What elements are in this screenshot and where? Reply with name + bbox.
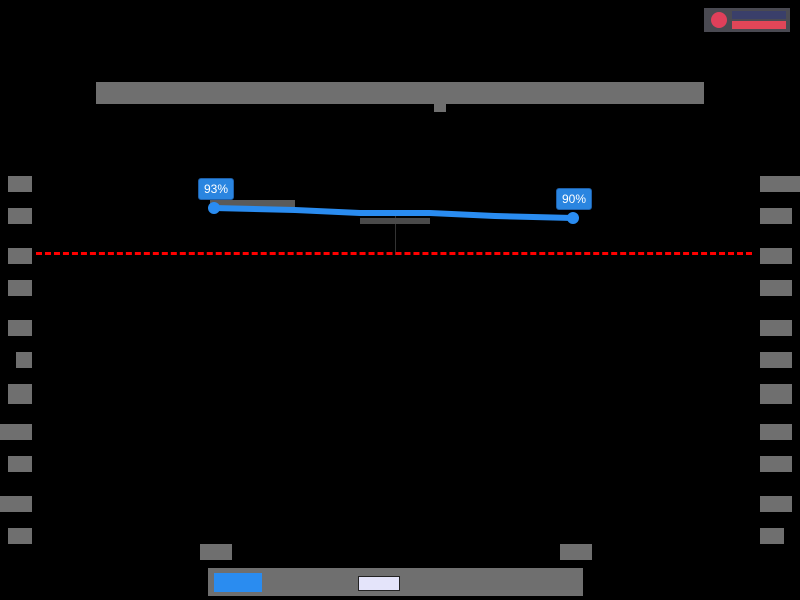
right-axis-tick: [760, 176, 800, 192]
left-axis-tick: [8, 280, 32, 296]
right-axis-tick: [760, 424, 792, 440]
left-axis-tick: [0, 424, 32, 440]
legend-swatch-series[interactable]: [214, 573, 262, 592]
data-point[interactable]: [567, 212, 579, 224]
legend-swatch-reference[interactable]: [358, 576, 400, 591]
left-axis-tick: [8, 528, 32, 544]
logo-icon: [711, 12, 727, 28]
left-axis-tick: [8, 176, 32, 192]
legend: [208, 568, 583, 596]
left-axis-tick: [8, 456, 32, 472]
right-axis-tick: [760, 208, 792, 224]
brand-logo: [704, 8, 790, 32]
data-label-last: 90%: [556, 188, 593, 210]
x-axis-tick: [560, 544, 592, 560]
line-shadow: [210, 200, 295, 208]
right-axis-tick: [760, 496, 792, 512]
left-axis-tick: [8, 208, 32, 224]
line-shadow: [360, 218, 430, 224]
reference-line: [36, 252, 752, 255]
left-axis-tick: [8, 248, 32, 264]
left-axis-tick: [0, 496, 32, 512]
left-axis-tick: [8, 384, 32, 404]
right-axis-tick: [760, 248, 792, 264]
data-label-first: 93%: [198, 178, 235, 200]
right-axis-tick: [760, 384, 792, 404]
right-axis-tick: [760, 528, 784, 544]
data-point[interactable]: [208, 202, 220, 214]
left-axis-tick: [16, 352, 32, 368]
right-axis-tick: [760, 320, 792, 336]
x-axis-tick: [200, 544, 232, 560]
right-axis-tick: [760, 352, 792, 368]
logo-text-top: [732, 11, 786, 19]
logo-text-bottom: [732, 21, 786, 29]
chart-title-obscured: [96, 82, 704, 112]
right-axis-tick: [760, 280, 792, 296]
vertical-gridline: [395, 210, 396, 255]
right-axis-tick: [760, 456, 792, 472]
left-axis-tick: [8, 320, 32, 336]
